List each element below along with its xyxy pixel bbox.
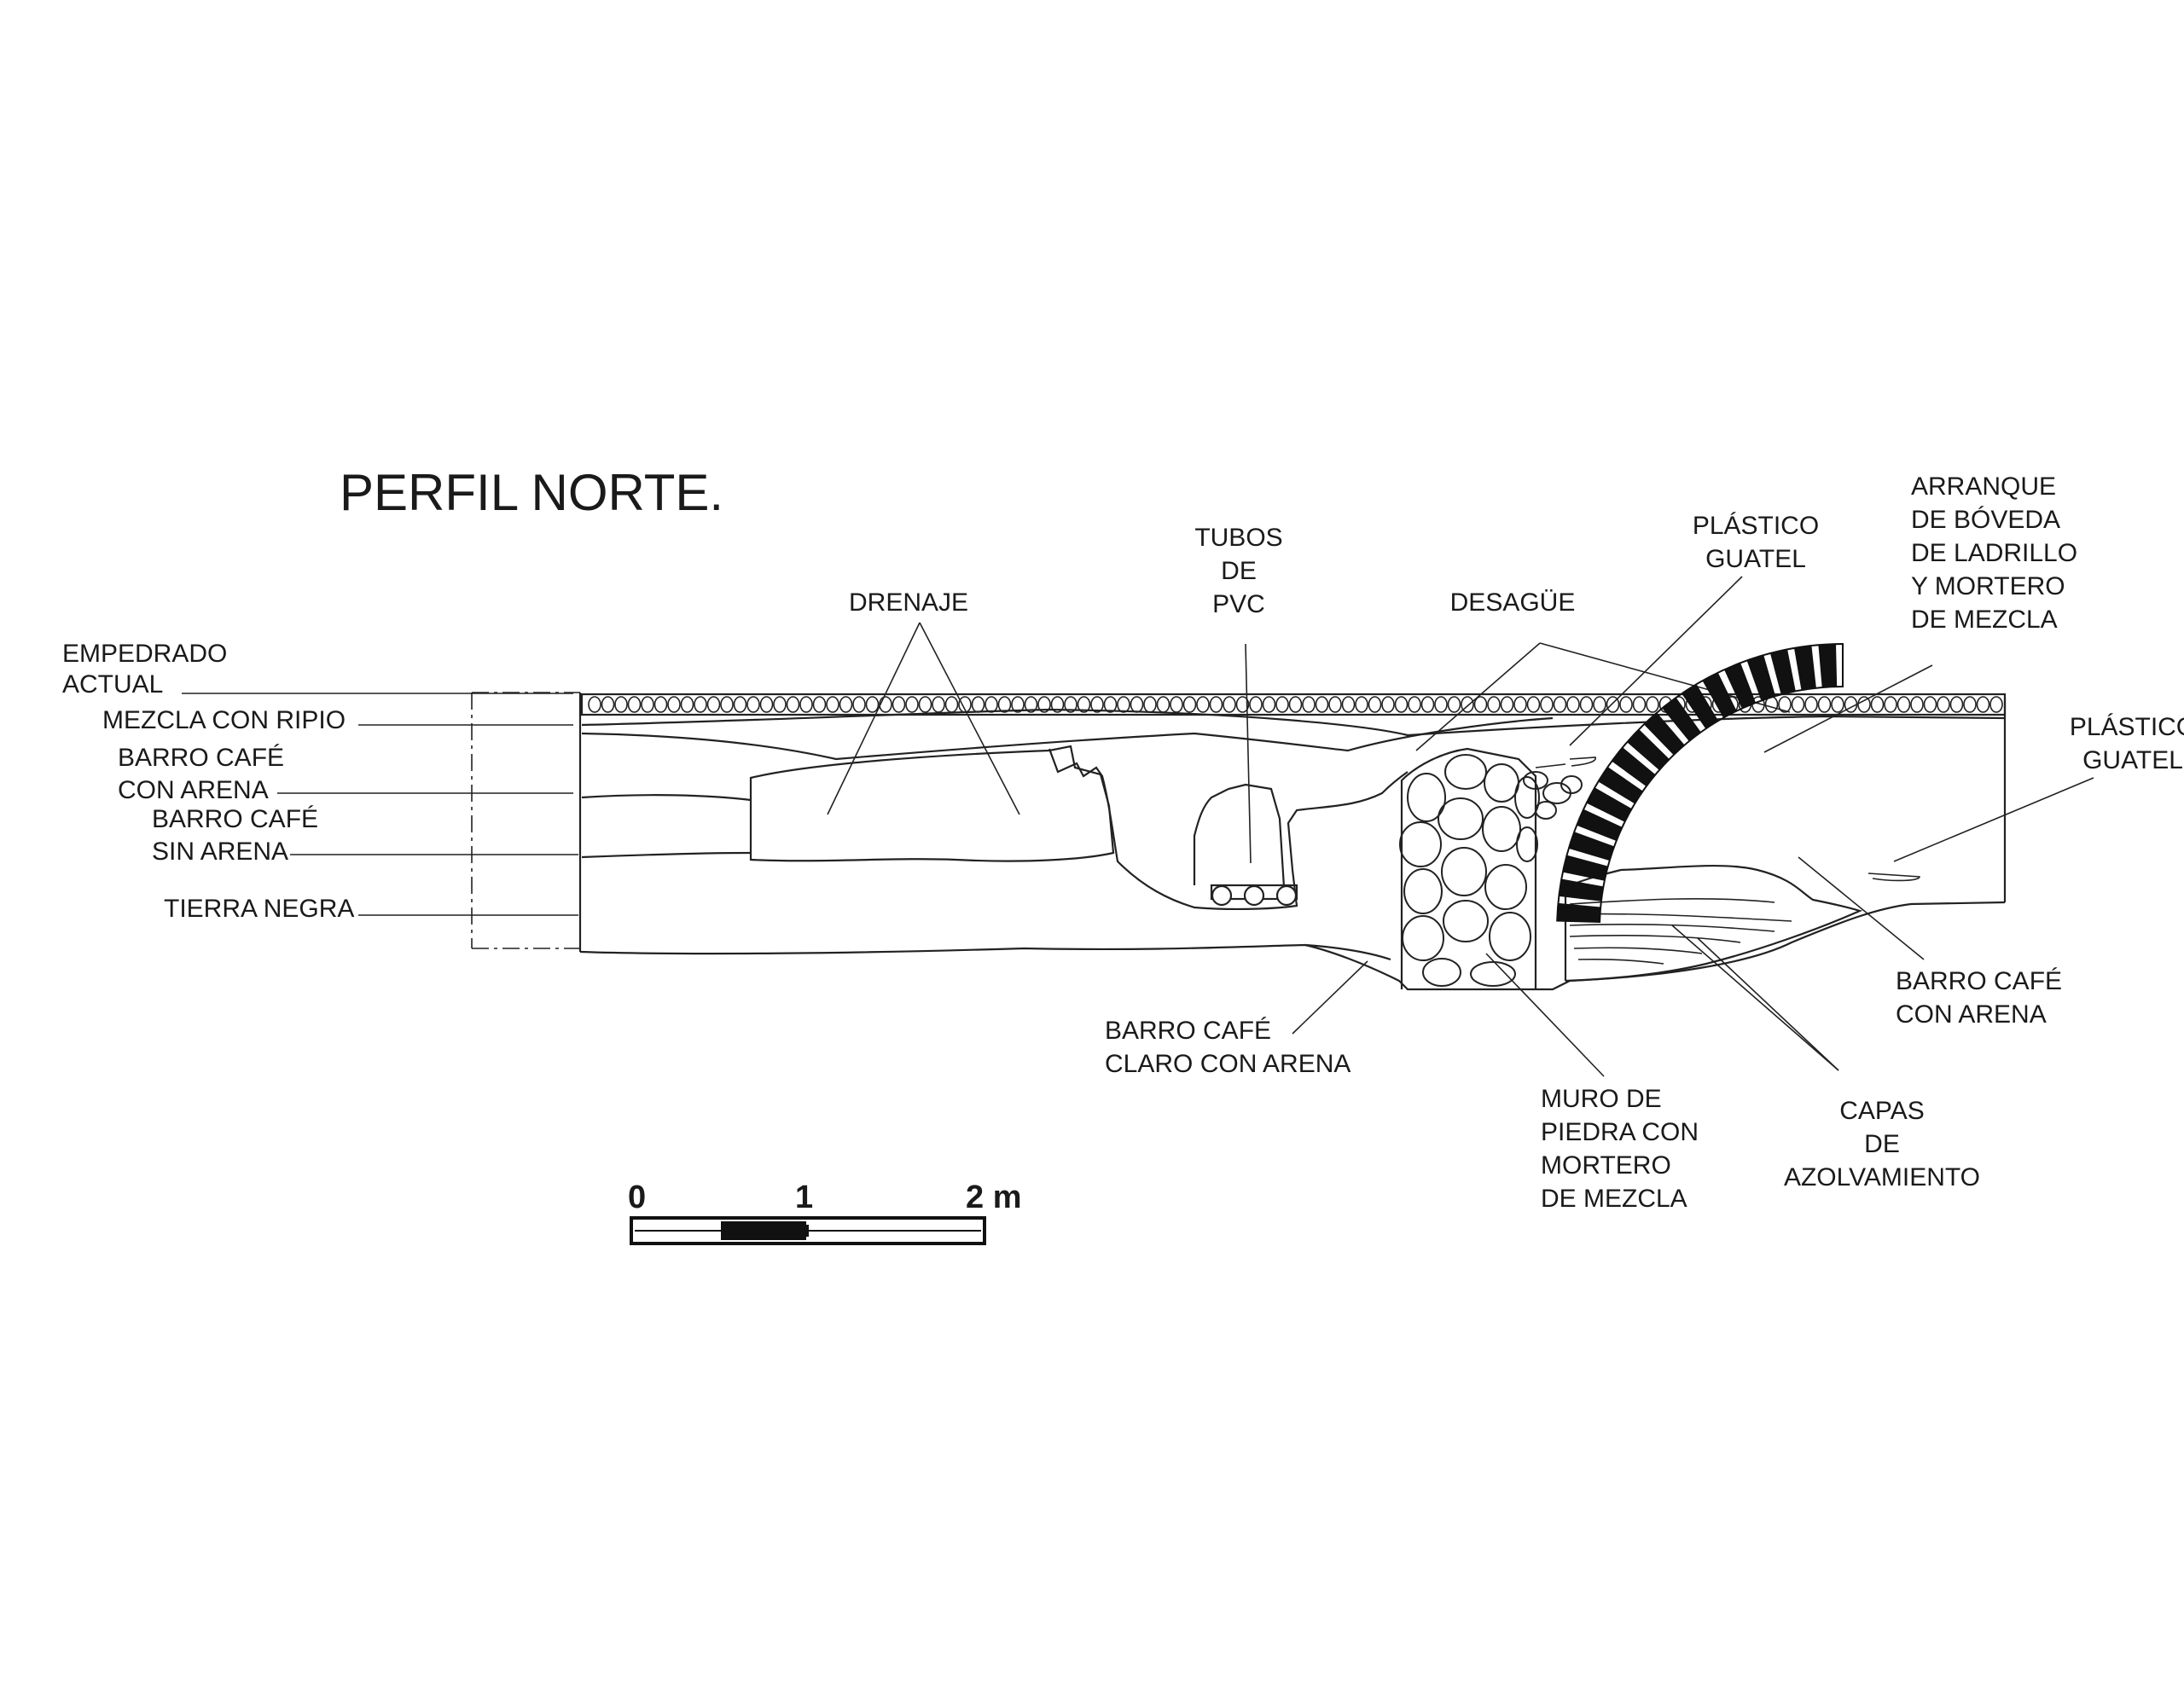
label-mezcla-ripio: MEZCLA CON RIPIO [102,706,346,734]
label-tierra-negra: TIERRA NEGRA [164,895,354,923]
stone-wall [1399,754,1583,987]
leader-lines [182,576,2094,1077]
scale-bar: 0 1 2 m [628,1180,1021,1245]
brick-vault-arch [1556,642,1844,924]
profile-section [471,642,2007,991]
scale-tick-2: 2 m [966,1180,1021,1215]
label-drenaje: DRENAJE [849,588,968,617]
scale-tick-1: 1 [795,1180,813,1215]
cobble-row [588,696,2003,713]
scale-tick-0: 0 [628,1180,646,1215]
drawing-title: PERFIL NORTE. [340,464,723,521]
label-desague: DESAGÜE [1450,588,1576,617]
